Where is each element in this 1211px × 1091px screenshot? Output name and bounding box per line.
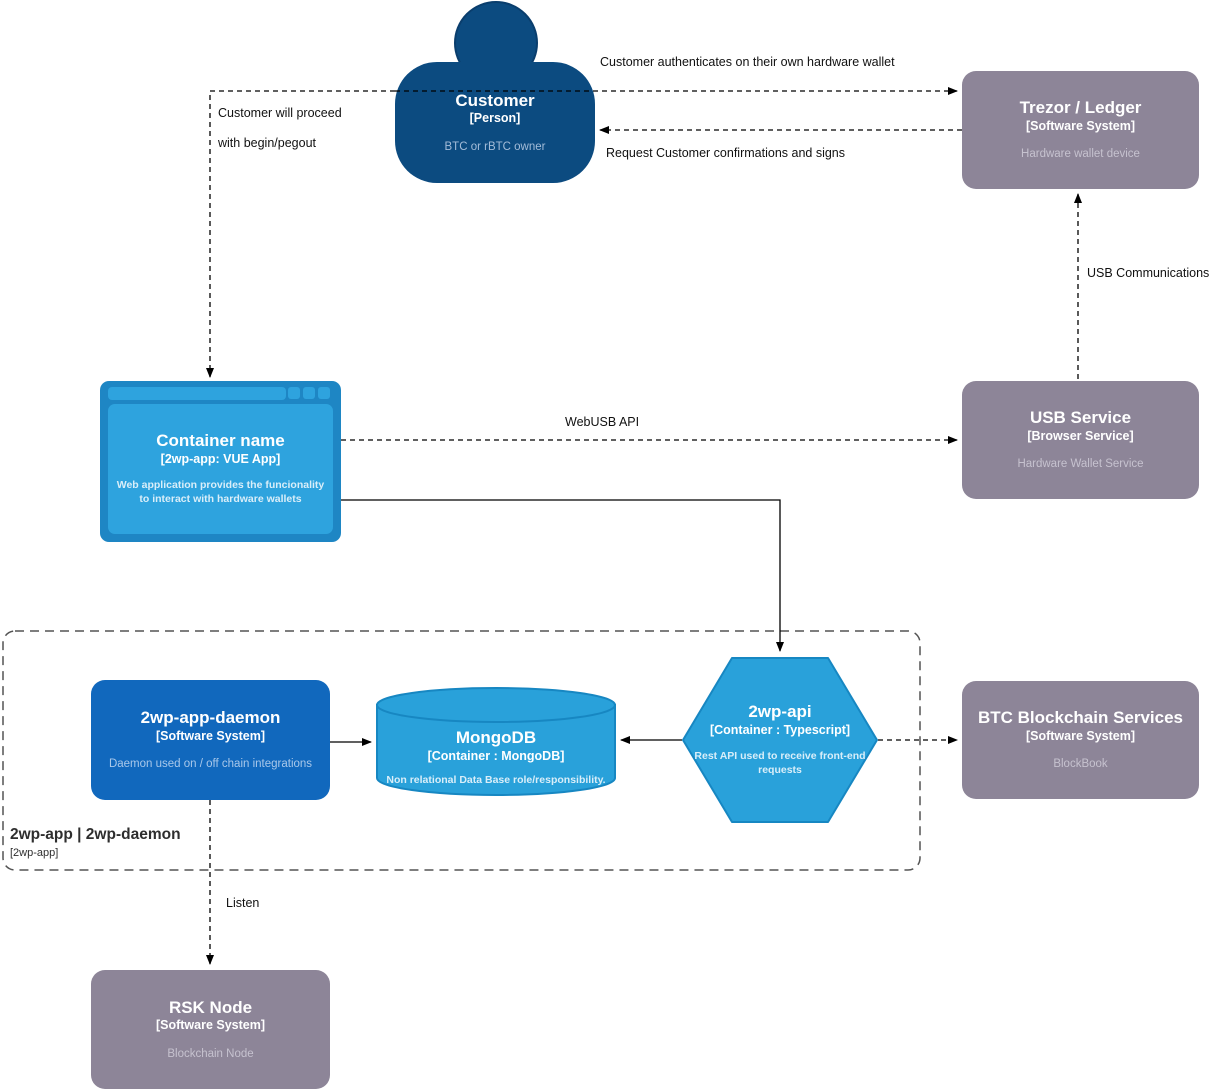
browser-button [288,387,300,399]
node-description: Non relational Data Base role/responsibi… [386,774,606,787]
node-description: BlockBook [1053,758,1108,771]
node-title: Container name [156,431,285,451]
node-webapp-container: Container name [2wp-app: VUE App] Web ap… [100,381,341,542]
node-description: Hardware wallet device [1021,148,1140,161]
node-description: Daemon used on / off chain integrations [108,758,313,771]
edge-label-proceed-line2: with begin/pegout [218,136,316,150]
browser-address-bar [108,387,286,400]
node-btc-blockchain-services: BTC Blockchain Services [Software System… [962,681,1199,799]
node-customer: Customer [Person] BTC or rBTC owner [395,62,595,183]
node-title: Customer [455,90,535,110]
node-title: MongoDB [455,728,537,748]
edge-label-listen: Listen [226,896,260,910]
node-description: Rest API used to receive front-end reque… [694,750,866,777]
node-rsk-node: RSK Node [Software System] Blockchain No… [91,970,330,1089]
node-subtitle: [Browser Service] [1027,428,1134,443]
node-subtitle: [Container : Typescript] [709,722,851,737]
node-2wp-api: 2wp-api [Container : Typescript] Rest AP… [680,655,880,825]
node-title: 2wp-api [748,702,812,722]
edge-label-usb-communications: USB Communications [1087,266,1210,280]
node-subtitle: [Person] [469,111,521,126]
edge-label-confirmations: Request Customer confirmations and signs [606,146,846,160]
edge-label-webusb-api: WebUSB API [565,415,640,429]
node-subtitle: [Software System] [155,1018,266,1033]
node-subtitle: [Software System] [1025,118,1136,133]
node-usb-service: USB Service [Browser Service] Hardware W… [962,381,1199,499]
boundary-subtitle: [2wp-app] [10,847,59,859]
edge-label-proceed-line1: Customer will proceed [218,106,342,120]
node-title: RSK Node [168,997,253,1017]
browser-button [303,387,315,399]
node-title: 2wp-app-daemon [140,708,281,728]
node-description: BTC or rBTC owner [444,140,546,153]
node-description: Web application provides the funcionalit… [116,479,325,506]
browser-button [318,387,330,399]
node-subtitle: [Software System] [155,728,266,743]
node-subtitle: [Software System] [1025,728,1136,743]
node-title: BTC Blockchain Services [977,708,1184,728]
node-title: USB Service [1029,408,1132,428]
node-subtitle: [2wp-app: VUE App] [160,451,281,466]
edge-webapp-to-api [341,499,784,652]
node-subtitle: [Container : MongoDB] [427,748,565,763]
browser-content-panel: Container name [2wp-app: VUE App] Web ap… [108,404,333,534]
node-trezor-ledger: Trezor / Ledger [Software System] Hardwa… [962,71,1199,189]
node-mongodb: MongoDB [Container : MongoDB] Non relati… [375,686,617,797]
node-2wp-app-daemon: 2wp-app-daemon [Software System] Daemon … [91,680,330,800]
node-title: Trezor / Ledger [1019,98,1142,118]
node-description: Hardware Wallet Service [1017,458,1144,471]
edge-proceed [206,90,395,378]
node-description: Blockchain Node [167,1047,254,1060]
boundary-title: 2wp-app | 2wp-daemon [10,826,181,843]
edge-label-authenticates: Customer authenticates on their own hard… [600,55,895,69]
